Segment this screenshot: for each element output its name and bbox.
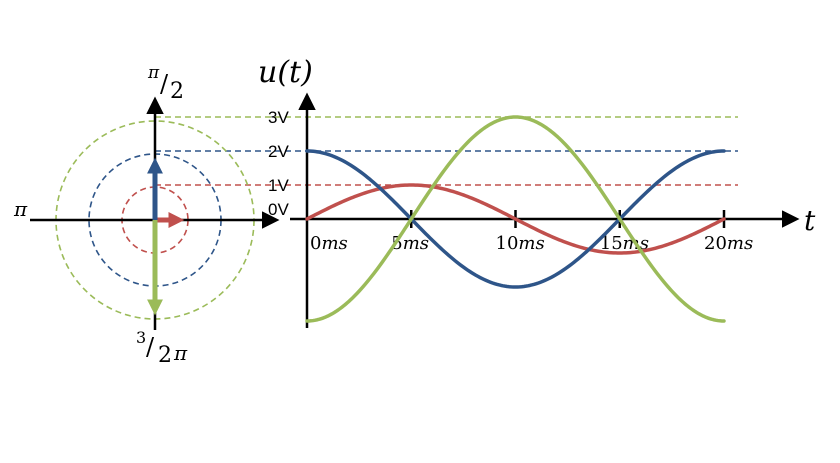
y-tick-labels: 0V 1V 2V 3V [268,108,289,219]
x-tick-label-0: 0ms [310,233,348,254]
phasor-label-top-slash: / [160,70,169,98]
guide-lines [155,116,738,186]
y-tick-label-2: 2V [268,142,289,161]
phasor-label-top-num: π [147,63,160,83]
curves [305,115,726,323]
y-tick-label-0: 0V [268,200,289,219]
phasor-label-bottom-suffix: π [173,341,188,365]
phasor-arrows [146,157,185,316]
y-axis-title: u(t) [258,55,313,90]
y-tick-label-1: 1V [268,176,289,195]
phasor-label-bottom-num: 3 [136,328,146,347]
phasor-label-bottom-den: 2 [158,343,172,368]
series-line-2 [305,149,726,289]
phasor-label-bottom-slash: / [146,333,155,361]
series-line-1 [305,183,726,255]
x-tick-label-20: 20ms [704,233,753,254]
phasor-label-left: π [13,197,28,221]
series-line-3 [305,115,726,323]
x-axis-title: t [804,204,816,237]
phasor-label-top-den: 2 [170,79,184,104]
y-tick-label-3: 3V [268,108,289,127]
x-tick-label-10: 10ms [496,233,545,254]
